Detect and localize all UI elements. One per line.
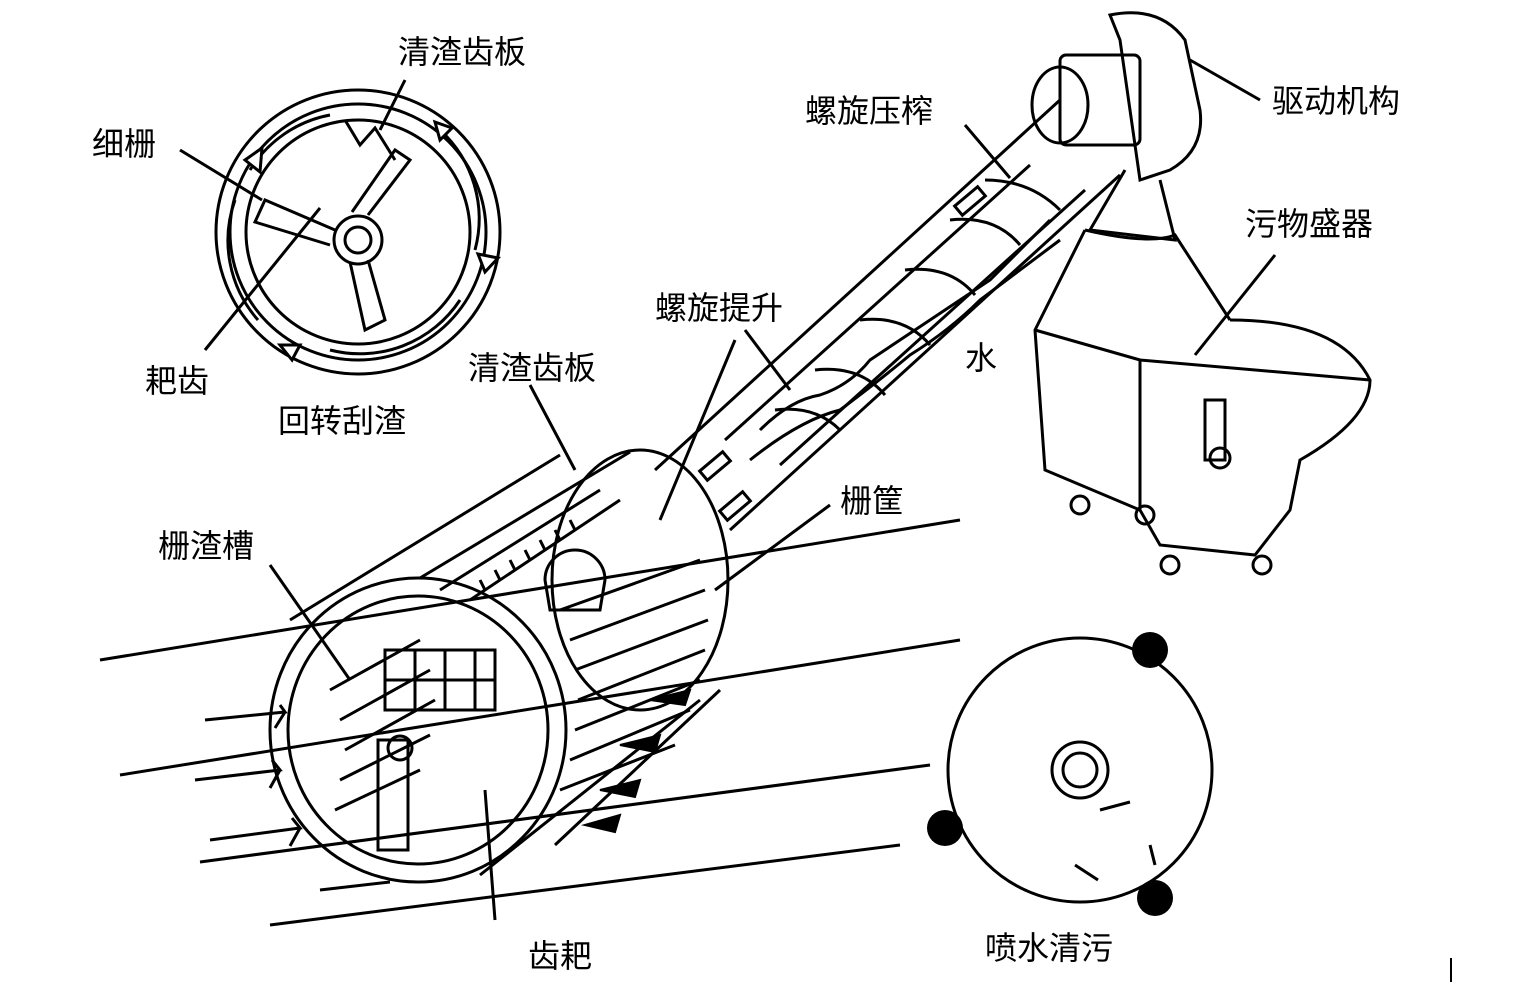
label-rotary-scrape: 回转刮渣 xyxy=(278,402,407,440)
dirt-cart xyxy=(1035,230,1370,574)
inflow-arrows xyxy=(195,705,390,890)
label-screw-lift: 螺旋提升 xyxy=(655,289,784,327)
label-screen-trough: 栅渣槽 xyxy=(158,527,255,565)
label-clean-plate-top: 清渣齿板 xyxy=(398,33,527,71)
label-spray-clean: 喷水清污 xyxy=(985,929,1114,967)
label-screen-basket: 栅筐 xyxy=(840,482,905,520)
screw-tube xyxy=(655,100,1120,530)
leader-lines xyxy=(270,60,1260,920)
label-drive-mechanism: 驱动机构 xyxy=(1272,82,1401,120)
label-screw-press: 螺旋压榨 xyxy=(805,92,934,130)
spray-nozzles xyxy=(927,632,1173,916)
rotary-scrape-inset xyxy=(180,80,500,374)
margin-mark xyxy=(1450,958,1452,982)
drive-mechanism xyxy=(1032,13,1201,240)
label-clean-plate-mid: 清渣齿板 xyxy=(468,349,597,387)
spray-disc xyxy=(948,638,1212,902)
label-water: 水 xyxy=(965,339,998,377)
label-fine-grid: 细栅 xyxy=(92,125,157,163)
label-dirt-container: 污物盛器 xyxy=(1245,205,1374,243)
outflow-arrows xyxy=(585,690,690,832)
label-rake-teeth: 耙齿 xyxy=(145,362,210,400)
label-tooth-rake: 齿耙 xyxy=(528,937,593,975)
channel-lines xyxy=(100,520,960,925)
screen-drum xyxy=(270,450,728,882)
